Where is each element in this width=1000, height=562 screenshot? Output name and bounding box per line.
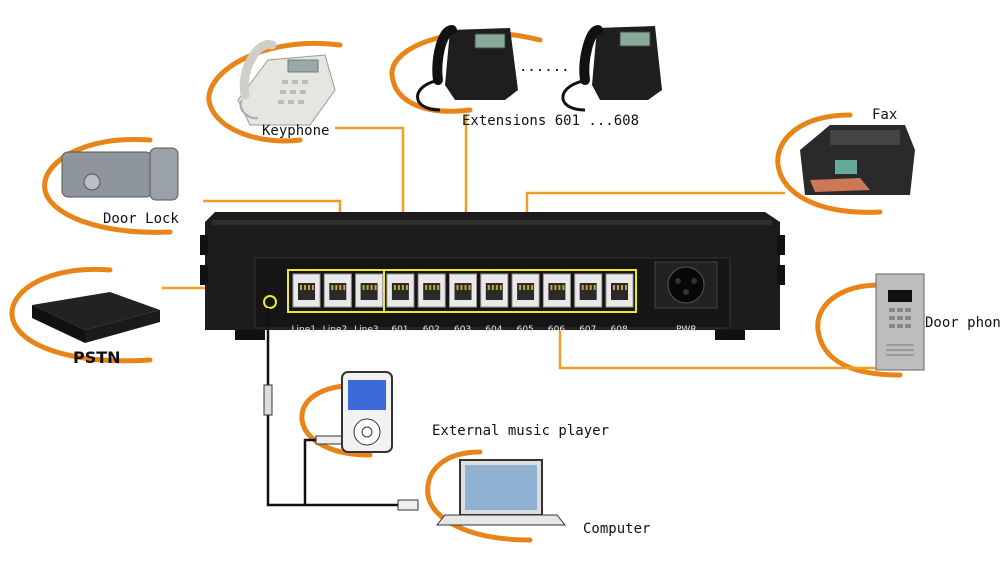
computer-label: Computer bbox=[583, 521, 651, 537]
port-602 bbox=[417, 273, 446, 308]
power-label: PWR bbox=[676, 325, 697, 335]
port-label-line1: Line1 bbox=[291, 325, 316, 335]
port-label-604: 604 bbox=[485, 325, 503, 335]
port-607 bbox=[574, 273, 603, 308]
pstn-label: PSTN bbox=[73, 348, 121, 367]
fax-label: Fax bbox=[872, 107, 898, 123]
keyphone-device bbox=[237, 40, 336, 126]
port-label-603: 603 bbox=[454, 325, 472, 335]
keyphone-label: Keyphone bbox=[262, 123, 330, 139]
port-608 bbox=[605, 273, 634, 308]
door-lock-label: Door Lock bbox=[103, 211, 179, 227]
music-player-label: External music player bbox=[432, 423, 610, 439]
extensions-dots: ...... bbox=[519, 59, 570, 75]
extensions-label: Extensions 601 ...608 bbox=[462, 113, 640, 129]
door-lock-device bbox=[61, 147, 179, 201]
rj11-ports bbox=[292, 273, 634, 308]
port-line1 bbox=[292, 273, 321, 308]
music-player-device bbox=[341, 371, 393, 453]
fax-device bbox=[800, 125, 915, 195]
audio-cables bbox=[266, 308, 398, 507]
port-label-605: 605 bbox=[516, 325, 534, 335]
port-label-606: 606 bbox=[547, 325, 566, 335]
door-phone-label: Door phone bbox=[925, 315, 1000, 331]
port-highlights bbox=[287, 269, 637, 313]
port-605 bbox=[511, 273, 540, 308]
port-label-line3: Line3 bbox=[354, 325, 379, 335]
port-line2 bbox=[323, 273, 352, 308]
extension-phone-1 bbox=[416, 25, 518, 112]
port-label-line2: Line2 bbox=[322, 325, 348, 335]
port-label-608: 608 bbox=[610, 325, 628, 335]
extension-phone-2 bbox=[561, 25, 662, 112]
port-606 bbox=[542, 273, 571, 308]
port-603 bbox=[449, 273, 477, 308]
port-label-602: 602 bbox=[422, 325, 440, 335]
port-label-607: 607 bbox=[579, 325, 597, 335]
port-line3 bbox=[355, 273, 384, 308]
pstn-router-device bbox=[32, 292, 160, 343]
door-phone-device bbox=[875, 273, 925, 371]
laptop-device bbox=[435, 459, 567, 526]
port-label-601: 601 bbox=[391, 325, 409, 335]
port-601 bbox=[386, 273, 415, 308]
port-604 bbox=[480, 273, 509, 308]
